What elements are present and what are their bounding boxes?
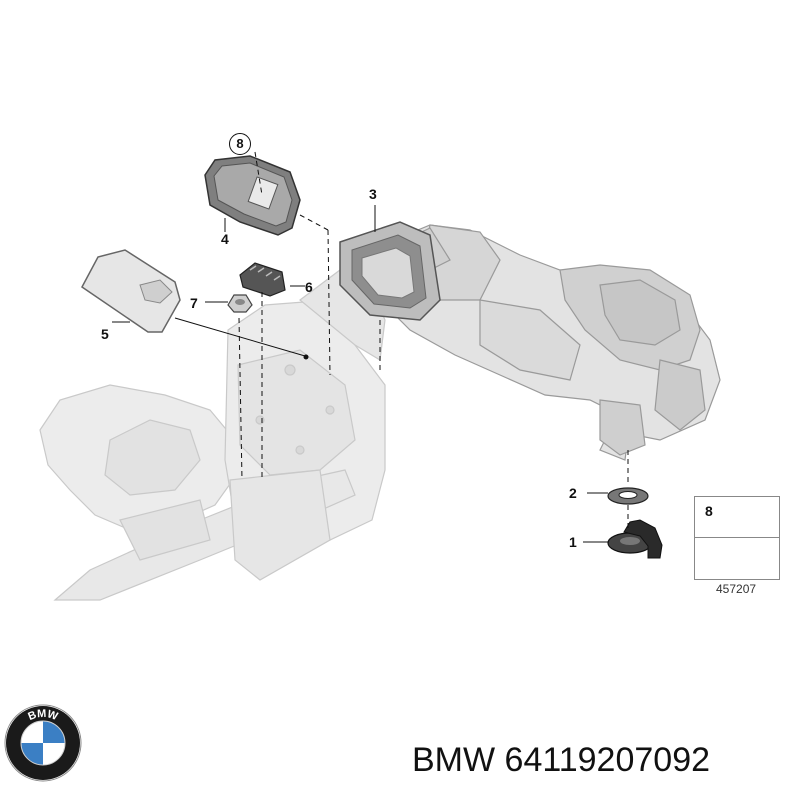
part-3-gasket: [339, 221, 441, 321]
part-2-washer: [607, 487, 649, 505]
callout-3: 3: [369, 186, 377, 202]
logo-quadrant-blue-top: [43, 721, 65, 743]
part-5-panel: [81, 249, 181, 333]
callout-6: 6: [305, 279, 313, 295]
body-structure-illustration: [39, 269, 386, 601]
callout-4: 4: [221, 231, 229, 247]
part-1-drain-hose: [607, 519, 663, 559]
callout-2: 2: [569, 485, 577, 501]
legend-box: 8: [694, 496, 780, 580]
part-6-grommet: [239, 262, 286, 297]
bmw-logo-icon: BMW: [4, 704, 82, 782]
part-7-nut: [227, 294, 253, 313]
dashed-guide-lines: [238, 151, 629, 530]
part-number-caption: BMW 64119207092: [412, 741, 711, 779]
callout-5: 5: [101, 326, 109, 342]
callout-8: 8: [229, 133, 251, 155]
logo-quadrant-blue-bottom: [21, 743, 43, 765]
logo-lettering: BMW: [26, 708, 59, 723]
legend-divider: [695, 537, 779, 538]
part-4-cover: [204, 155, 301, 236]
callout-1: 1: [569, 534, 577, 550]
leader-lines: [112, 205, 608, 543]
diagram-reference-code: 457207: [716, 582, 757, 596]
callout-7: 7: [190, 295, 198, 311]
legend-part-number: 8: [705, 503, 713, 519]
